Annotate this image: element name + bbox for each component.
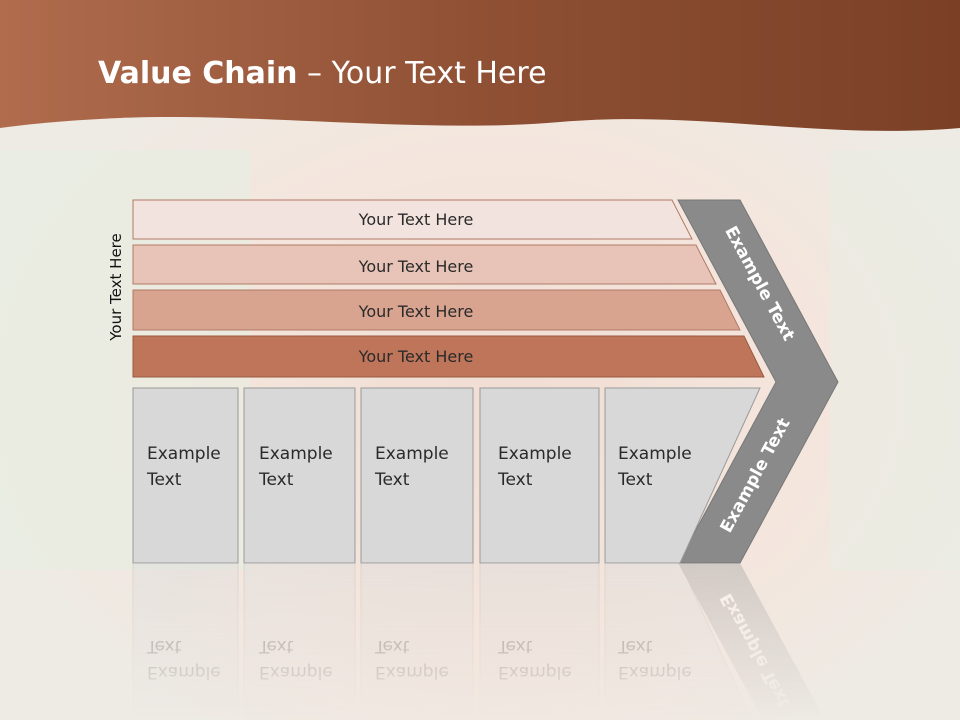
bar-2-label: Your Text Here xyxy=(358,257,474,276)
bar-3-label: Your Text Here xyxy=(358,302,474,321)
box-3-line1: Example xyxy=(375,444,449,464)
box-2-line2: Text xyxy=(258,470,294,490)
reflection-box-3-line1: Example xyxy=(375,662,449,682)
box-1-line2: Text xyxy=(146,470,182,490)
reflection-box-5-line2: Text xyxy=(617,636,653,656)
box-5 xyxy=(604,387,761,564)
reflection-box-1-line1: Example xyxy=(147,662,221,682)
box-5-line2: Text xyxy=(617,470,653,490)
box-group: Example Text Example Text Example Text E… xyxy=(132,387,761,564)
box-5-line1: Example xyxy=(618,444,692,464)
box-2 xyxy=(243,387,356,564)
box-1 xyxy=(132,387,239,564)
box-4 xyxy=(479,387,600,564)
reflection-box-3-line2: Text xyxy=(374,636,410,656)
box-4-line2: Text xyxy=(497,470,533,490)
bar-group: Your Text Here Your Text Here Your Text … xyxy=(132,199,765,378)
bar-4-label: Your Text Here xyxy=(358,347,474,366)
bar-3 xyxy=(132,289,741,331)
bar-2 xyxy=(132,244,717,285)
reflection-box-4-line1: Example xyxy=(498,662,572,682)
box-2-line1: Example xyxy=(259,444,333,464)
title-rest: – Your Text Here xyxy=(297,56,547,91)
box-1-line1: Example xyxy=(147,444,221,464)
box-3-line2: Text xyxy=(374,470,410,490)
box-3 xyxy=(360,387,474,564)
box-4-line1: Example xyxy=(498,444,572,464)
reflection-box-2-line2: Text xyxy=(258,636,294,656)
reflection-box-5-line1: Example xyxy=(618,662,692,682)
reflection-box-1-line2: Text xyxy=(146,636,182,656)
reflection-box-2-line1: Example xyxy=(259,662,333,682)
bar-1-label: Your Text Here xyxy=(358,210,474,229)
reflection-box-4-line2: Text xyxy=(497,636,533,656)
reflection: Example Text Example Text Example Text E… xyxy=(132,562,826,720)
bar-4 xyxy=(132,335,765,378)
chevron-arrow xyxy=(677,199,839,564)
bar-1 xyxy=(132,199,693,240)
header-band xyxy=(0,0,960,131)
slide-title: Value Chain – Your Text Here xyxy=(98,52,547,96)
title-bold: Value Chain xyxy=(98,56,298,91)
